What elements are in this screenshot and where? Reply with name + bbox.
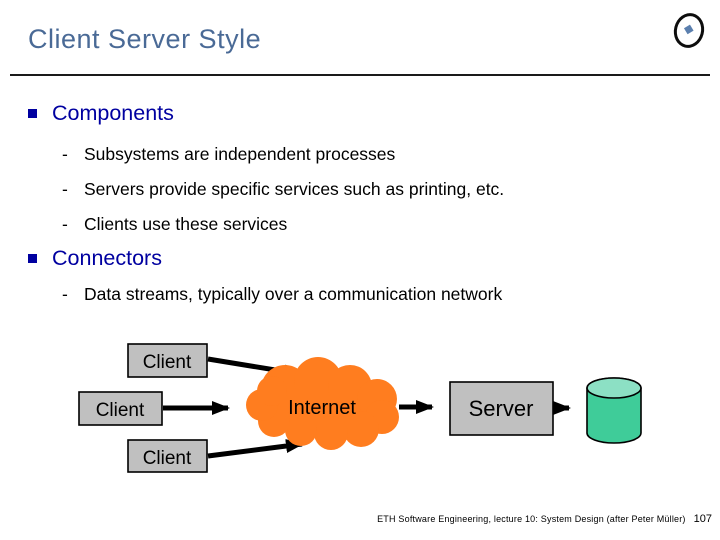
bullet-text: Data streams, typically over a communica… [84, 284, 503, 304]
bullet-text: Subsystems are independent processes [84, 144, 396, 164]
section-heading-connectors: Connectors [28, 246, 162, 271]
server-label: Server [469, 396, 534, 421]
bullet-text: Clients use these services [84, 214, 288, 234]
section-heading-components: Components [28, 101, 174, 126]
client-label: Client [96, 400, 145, 421]
dash-bullet: - [62, 179, 68, 199]
dash-bullet: - [62, 144, 68, 164]
section-label: Connectors [52, 246, 162, 270]
page-title: Client Server Style [28, 24, 262, 54]
database-cylinder-icon [586, 377, 642, 444]
bullet-text: Servers provide specific services such a… [84, 179, 505, 199]
bullet-item: - Servers provide specific services such… [62, 179, 504, 200]
square-bullet-icon [28, 109, 37, 118]
client-box-top: Client [127, 343, 208, 378]
dash-bullet: - [62, 214, 68, 234]
section-label: Components [52, 101, 174, 125]
client-box-middle: Client [78, 391, 163, 426]
dash-bullet: - [62, 284, 68, 304]
bullet-item: - Subsystems are independent processes [62, 144, 395, 165]
client-box-bottom: Client [127, 439, 208, 473]
square-bullet-icon [28, 254, 37, 263]
footer-text: ETH Software Engineering, lecture 10: Sy… [377, 514, 686, 524]
bullet-item: - Data streams, typically over a communi… [62, 284, 502, 305]
bullet-item: - Clients use these services [62, 214, 287, 235]
client-label: Client [143, 352, 192, 373]
internet-cloud: Internet [246, 357, 399, 450]
page-number: 107 [693, 513, 712, 525]
server-box: Server [449, 381, 554, 436]
arrow-client-bottom-to-internet [207, 439, 304, 459]
title-divider [10, 74, 710, 76]
footer: ETH Software Engineering, lecture 10: Sy… [377, 513, 712, 525]
internet-label: Internet [288, 397, 356, 419]
client-label: Client [143, 448, 192, 469]
